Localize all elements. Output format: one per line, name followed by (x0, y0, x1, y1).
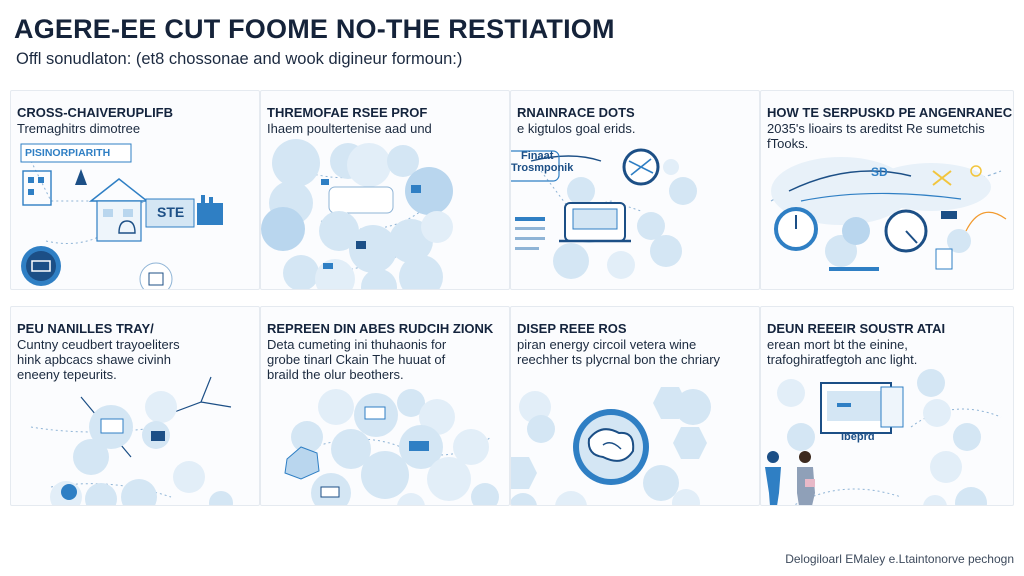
panel-title: RNAINRACE DOTS (517, 105, 635, 120)
panel-screen-label: Ibeprd (841, 431, 875, 443)
panel-illustration (511, 148, 697, 279)
panel-peu-nanilles: PEU NANILLES TRAY/ Cuntny ceudbert trayo… (10, 306, 260, 506)
footer-caption: Delogiloarl EMaley e.Ltaintonorve pechog… (785, 552, 1014, 566)
panel-map-label: SD (871, 165, 888, 179)
panel-sign-label: Trosmponik (511, 162, 574, 174)
panel-text: Ihaem poultertenise aad und (267, 121, 432, 136)
panel-title: REPREEN DIN ABES RUDCIH ZIONK (267, 321, 494, 336)
panel-sign-label: PISINORPIARITH (25, 147, 111, 159)
panel-illustration (261, 139, 453, 289)
panel-sign-label: Finaat (521, 150, 554, 162)
panel-disep: DISEP REEE ROS piran energy circoil vete… (510, 306, 760, 506)
panel-serpuskd: HOW TE SERPUSKD PE ANGENRANECE: 2035's l… (760, 90, 1014, 290)
panel-title: DEUN REEEIR SOUSTR ATAI (767, 321, 946, 336)
panel-text: e kigtulos goal erids. (517, 121, 636, 136)
panel-title: HOW TE SERPUSKD PE ANGENRANECE: (767, 105, 1014, 120)
panel-text: piran energy circoil vetera wine reechhe… (517, 337, 721, 367)
panel-repreen: REPREEN DIN ABES RUDCIH ZIONK Deta cumet… (260, 306, 510, 506)
panel-text: Cuntny ceudbert trayoeliters hink apbcac… (17, 337, 180, 382)
panel-illustration (765, 369, 1002, 505)
panel-text: erean mort bt the einine, trafoghiratfeg… (767, 337, 918, 367)
panel-text: 2035's lioairs ts areditst Re sumetchis … (767, 121, 985, 151)
panel-title: THREMOFAE RSEE PROF (267, 105, 428, 120)
panel-title: CROSS-CHAIVERUPLIFB (17, 105, 174, 120)
panel-bar-label: STE (157, 204, 185, 220)
panel-cross-chain: CROSS-CHAIVERUPLIFB Tremaghitrs dimotree… (10, 90, 260, 290)
panel-text: Tremaghitrs dimotree (17, 121, 141, 136)
panel-deun: DEUN REEEIR SOUSTR ATAI erean mort bt th… (760, 306, 1014, 506)
page-subtitle: Offl sonudlaton: (et8 chossonae and wook… (16, 50, 463, 68)
panel-rnainrace-dots: RNAINRACE DOTS e kigtulos goal erids. Fi… (510, 90, 760, 290)
panel-illustration (30, 376, 233, 505)
panel-title: DISEP REEE ROS (517, 321, 627, 336)
panel-illustration (20, 143, 223, 289)
panel-illustration (511, 387, 711, 505)
panel-illustration (284, 389, 499, 505)
panel-thremofae: THREMOFAE RSEE PROF Ihaem poultertenise … (260, 90, 510, 290)
page-title: AGERE-EE CUT FOOME NO-THE RESTIATIOM (14, 14, 615, 44)
panel-illustration (770, 157, 1007, 271)
panel-text: Deta cumeting ini thuhaonis for grobe ti… (267, 337, 447, 382)
panel-title: PEU NANILLES TRAY/ (17, 321, 154, 336)
